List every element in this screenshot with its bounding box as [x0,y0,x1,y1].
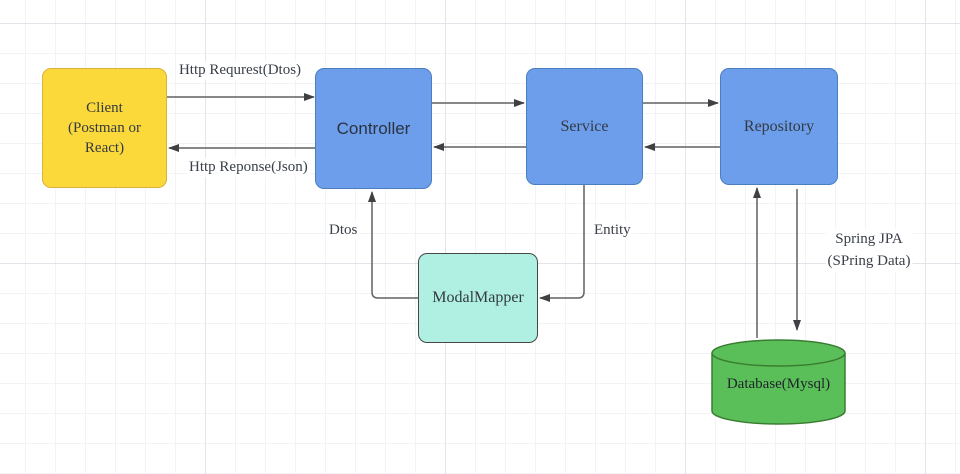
service-label: Service [560,117,609,135]
edge-service-to-modalmapper [539,185,585,302]
label-spring-jpa: Spring JPA (SPring Data) [825,228,913,272]
label-spring-jpa-line1: Spring JPA [835,231,903,247]
client-label: Client (Postman or React) [68,100,141,156]
node-modalmapper: ModalMapper [418,253,538,343]
node-database: Database(Mysql) [710,338,847,426]
label-http-response: Http Reponse(Json) [187,158,310,177]
database-cylinder-icon [711,339,846,425]
node-repository: Repository [720,68,838,185]
label-http-request: Http Requrest(Dtos) [176,61,304,80]
database-label: Database(Mysql) [726,376,831,392]
node-service: Service [526,68,643,185]
edge-modalmapper-to-controller [368,191,418,299]
label-entity: Entity [592,221,633,240]
label-dtos: Dtos [327,221,360,240]
repository-label: Repository [743,117,815,135]
controller-label: Controller [336,118,411,138]
node-client: Client (Postman or React) [42,68,167,188]
modalmapper-label: ModalMapper [432,289,524,306]
label-spring-jpa-line2: (SPring Data) [827,253,911,269]
node-controller: Controller [315,68,432,189]
